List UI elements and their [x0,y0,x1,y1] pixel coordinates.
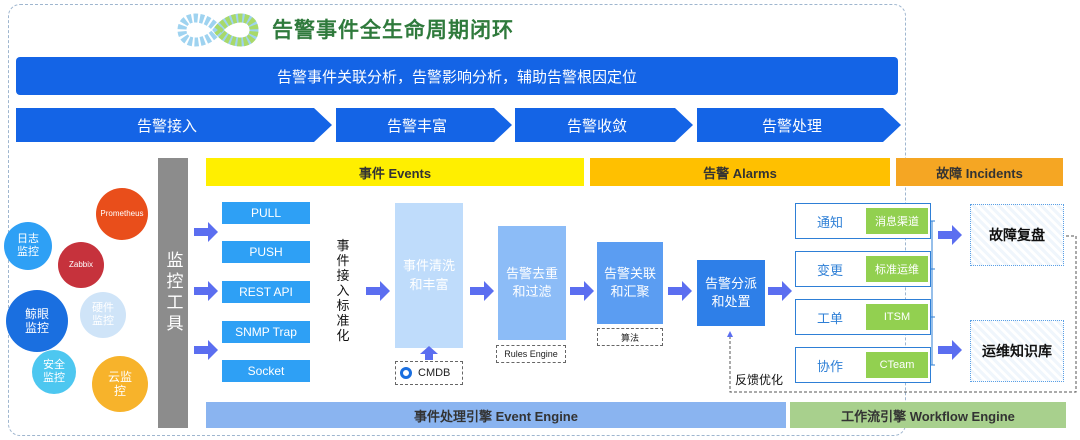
workflow-chip: 消息渠道 [866,208,928,234]
process-dedup-filter: 告警去重 和过滤 [498,226,566,340]
workflow-engine-bar: 工作流引擎 Workflow Engine [790,402,1066,428]
cmdb-label: CMDB [418,367,451,379]
phase-alarms: 告警 Alarms [590,158,890,186]
arrow-icon [570,281,594,301]
source-security-monitor: 安全 监控 [32,350,76,394]
monitor-tools-bar: 监控工具 [158,158,188,428]
workflow-label: 工单 [816,310,843,326]
workflow-label: 协作 [816,358,843,374]
source-whale-monitor: 鲸眼 监控 [6,290,68,352]
protocol-socket: Socket [222,360,310,382]
protocol-push: PUSH [222,241,310,263]
source-zabbix: Zabbix [58,242,104,288]
standardize-label: 事件接入标准化 [336,238,350,343]
source-prometheus: Prometheus [96,188,148,240]
workflow-label: 通知 [816,214,843,230]
page-title: 告警事件全生命周期闭环 [272,19,514,42]
protocol-pull: PULL [222,202,310,224]
arrow-icon [420,346,438,360]
event-engine-bar: 事件处理引擎 Event Engine [206,402,786,428]
arrow-icon [194,340,218,360]
workflow-chip: 标准运维 [866,256,928,282]
source-cloud-monitor: 云监 控 [92,356,148,412]
arrow-icon [668,281,692,301]
workflow-notify: 通知 消息渠道 [795,203,931,239]
phase-events: 事件 Events [206,158,584,186]
process-clean-enrich: 事件清洗 和丰富 [395,203,463,348]
cmdb-box: CMDB [395,361,463,385]
protocol-snmp-trap: SNMP Trap [222,321,310,343]
algorithm-box: 算法 [597,328,663,346]
workflow-change: 变更 标准运维 [795,251,931,287]
process-correlate-aggregate: 告警关联 和汇聚 [597,242,663,324]
rules-engine-box: Rules Engine [496,345,566,363]
workflow-ticket: 工单 ITSM [795,299,931,335]
analysis-banner: 告警事件关联分析，告警影响分析，辅助告警根因定位 [16,57,898,95]
process-dispatch-handle: 告警分派 和处置 [697,260,765,326]
stage-converge: 告警收敛 [515,108,693,142]
stage-handle: 告警处理 [697,108,901,142]
cmdb-logo-icon [400,367,412,379]
ops-knowledge-box: 运维知识库 [970,320,1064,382]
stage-enrich: 告警丰富 [336,108,512,142]
arrow-icon [938,225,962,245]
arrow-icon [938,340,962,360]
source-log-monitor: 日志 监控 [4,222,52,270]
phase-incidents: 故障 Incidents [896,158,1063,186]
workflow-chip: CTeam [866,352,928,378]
feedback-label: 反馈优化 [735,373,784,387]
stage-ingest: 告警接入 [16,108,332,142]
arrow-icon [194,281,218,301]
arrow-icon [194,222,218,242]
arrow-icon [470,281,494,301]
source-hardware-monitor: 硬件 监控 [80,292,126,338]
infinity-logo-icon [177,13,259,47]
workflow-chip: ITSM [866,304,928,330]
protocol-rest-api: REST API [222,281,310,303]
arrow-icon [768,281,792,301]
arrow-icon [366,281,390,301]
workflow-label: 变更 [816,262,843,278]
incident-review-box: 故障复盘 [970,204,1064,266]
workflow-collab: 协作 CTeam [795,347,931,383]
